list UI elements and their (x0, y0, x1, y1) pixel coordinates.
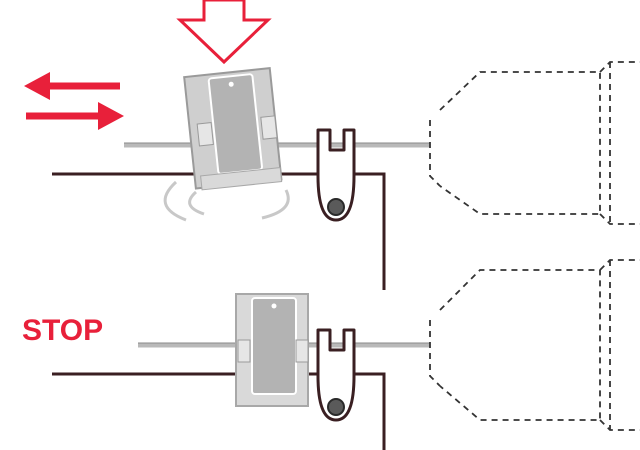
stop-label: STOP (22, 314, 103, 347)
dashed-chuck-bottom (429, 259, 640, 431)
vibration-arc-icon (163, 180, 290, 222)
slider-block-upright (235, 293, 309, 407)
left-right-arrows-icon (24, 72, 124, 130)
latch-clip-bottom (316, 328, 356, 422)
dashed-chuck-top (429, 61, 640, 225)
slider-block-tilted (183, 67, 283, 191)
down-arrow-outline-icon (176, 0, 272, 65)
top-panel (24, 0, 640, 290)
bottom-panel: STOP (22, 259, 640, 450)
latch-clip-top (316, 128, 356, 222)
